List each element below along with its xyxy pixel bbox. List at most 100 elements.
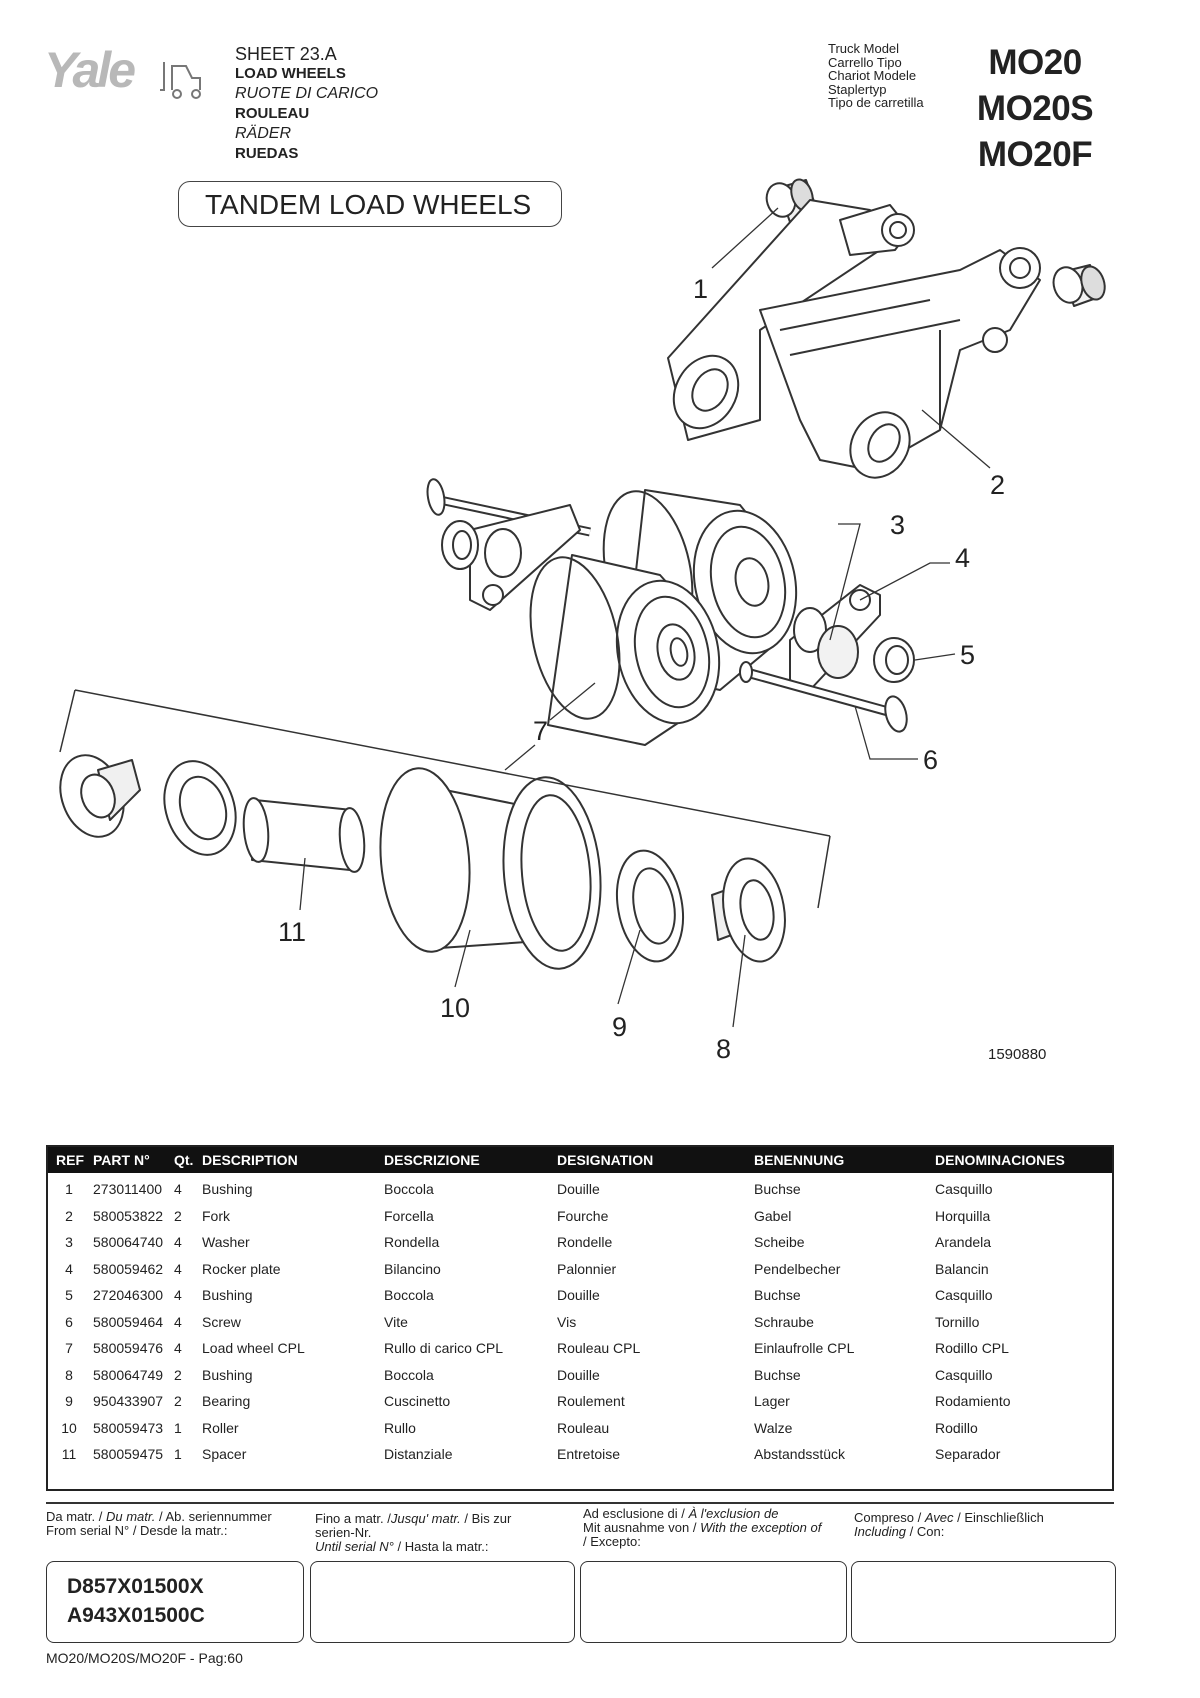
cell-description: Washer <box>202 1234 250 1250</box>
cell-denominacion: Separador <box>935 1446 1001 1462</box>
label-it: Carrello Tipo <box>828 54 902 70</box>
title-fr: ROULEAU <box>235 105 310 122</box>
roller-part-10 <box>379 767 602 970</box>
cell-part-number: 950433907 <box>93 1393 164 1409</box>
left-rocker-assembly <box>426 478 591 611</box>
cell-denominacion: Rodillo CPL <box>935 1340 1009 1356</box>
fork-part-2 <box>667 199 1041 479</box>
cell-designation: Douille <box>557 1287 600 1303</box>
label-de: Staplertyp <box>828 81 887 97</box>
cell-descrizione: Bilancino <box>384 1260 441 1277</box>
cell-qty: 4 <box>174 1287 182 1303</box>
cell-descrizione: Distanziale <box>384 1446 453 1462</box>
cell-qty: 4 <box>174 1181 182 1197</box>
callout-2: 2 <box>990 470 1005 500</box>
model-mo20f: MO20F <box>977 135 1093 174</box>
cell-part-number: 272046300 <box>93 1287 164 1303</box>
cell-benennung: Abstandsstück <box>754 1446 846 1462</box>
cell-part-number: 580059473 <box>93 1419 164 1436</box>
cell-designation: Douille <box>557 1181 600 1197</box>
cell-designation: Rouleau <box>557 1419 610 1436</box>
drawing-title: TANDEM LOAD WHEELS <box>178 181 562 227</box>
callout-9: 9 <box>612 1012 627 1042</box>
cell-description: Fork <box>202 1207 230 1224</box>
callout-5: 5 <box>960 640 975 670</box>
yale-logo: Yale <box>44 42 209 109</box>
cell-benennung: Lager <box>754 1393 790 1409</box>
callout-11: 11 <box>278 917 306 947</box>
cell-part-number: 580064749 <box>93 1366 164 1383</box>
exception-label: Ad esclusione di / À l'exclusion de Mit … <box>583 1506 822 1549</box>
cell-denominacion: Horquilla <box>935 1207 991 1224</box>
cell-ref: 10 <box>61 1419 77 1436</box>
right-rocker-assembly <box>739 584 915 733</box>
cell-qty: 4 <box>174 1313 182 1330</box>
cell-description: Bushing <box>202 1366 253 1383</box>
spacer-part-11 <box>242 797 366 873</box>
cell-descrizione: Forcella <box>384 1207 434 1224</box>
cell-designation: Vis <box>557 1313 577 1330</box>
cell-benennung: Schraube <box>754 1313 814 1330</box>
bearing-part-9 <box>616 849 684 963</box>
cell-denominacion: Rodillo <box>935 1419 978 1436</box>
sheet-number: SHEET 23.A <box>235 44 337 64</box>
callout-7: 7 <box>533 716 548 746</box>
header-part: PART N° <box>93 1152 150 1168</box>
header-descrizione: DESCRIZIONE <box>384 1152 480 1168</box>
callout-3: 3 <box>890 510 905 540</box>
truck-models: MO20 MO20S MO20F <box>960 40 1110 178</box>
from-serial-box: D857X01500X A943X01500C <box>46 1561 304 1643</box>
cell-description: Rocker plate <box>202 1260 281 1277</box>
cell-part-number: 580053822 <box>93 1207 164 1224</box>
cell-descrizione: Rullo <box>384 1419 416 1436</box>
cell-qty: 2 <box>174 1393 182 1409</box>
cell-benennung: Buchse <box>754 1366 801 1383</box>
cell-descrizione: Rondella <box>384 1234 440 1250</box>
cell-ref: 9 <box>65 1393 73 1409</box>
drawing-number: 1590880 <box>988 1046 1047 1063</box>
cell-designation: Roulement <box>557 1393 625 1409</box>
cell-benennung: Scheibe <box>754 1234 805 1250</box>
cell-description: Load wheel CPL <box>202 1340 305 1356</box>
cell-descrizione: Cuscinetto <box>384 1393 451 1409</box>
cell-denominacion: Casquillo <box>935 1181 993 1197</box>
cell-descrizione: Vite <box>384 1313 408 1330</box>
cell-benennung: Buchse <box>754 1287 801 1303</box>
cell-part-number: 580059476 <box>93 1340 164 1356</box>
title-de: RÄDER <box>235 125 292 142</box>
label-es: Tipo de carretilla <box>828 95 924 110</box>
bushing-part-8-right <box>711 857 786 963</box>
callout-6: 6 <box>923 745 938 775</box>
cell-benennung: Gabel <box>754 1207 792 1224</box>
cell-ref: 7 <box>65 1340 73 1356</box>
cell-descrizione: Boccola <box>384 1287 434 1303</box>
label-fr: Chariot Modele <box>828 68 917 83</box>
callout-10: 10 <box>440 993 470 1023</box>
until-serial-box <box>310 1561 575 1643</box>
cell-denominacion: Casquillo <box>935 1287 993 1303</box>
cell-denominacion: Rodamiento <box>935 1393 1011 1409</box>
cell-description: Bearing <box>202 1393 251 1409</box>
cell-designation: Rouleau CPL <box>557 1340 641 1356</box>
cell-description: Roller <box>202 1419 239 1436</box>
header-designation: DESIGNATION <box>557 1152 654 1168</box>
svg-text:Yale: Yale <box>44 42 135 98</box>
cell-denominacion: Balancin <box>935 1260 989 1277</box>
footer-divider <box>46 1502 1114 1504</box>
page-footer: MO20/MO20S/MO20F - Pag:60 <box>46 1650 243 1666</box>
cell-part-number: 580059464 <box>93 1313 164 1330</box>
header-ref: REF <box>56 1152 84 1168</box>
bushing-part-8-left <box>59 754 141 838</box>
callout-1: 1 <box>693 274 708 304</box>
bearing-left <box>163 760 237 856</box>
cell-qty: 1 <box>174 1446 182 1462</box>
cell-ref: 5 <box>65 1287 73 1303</box>
